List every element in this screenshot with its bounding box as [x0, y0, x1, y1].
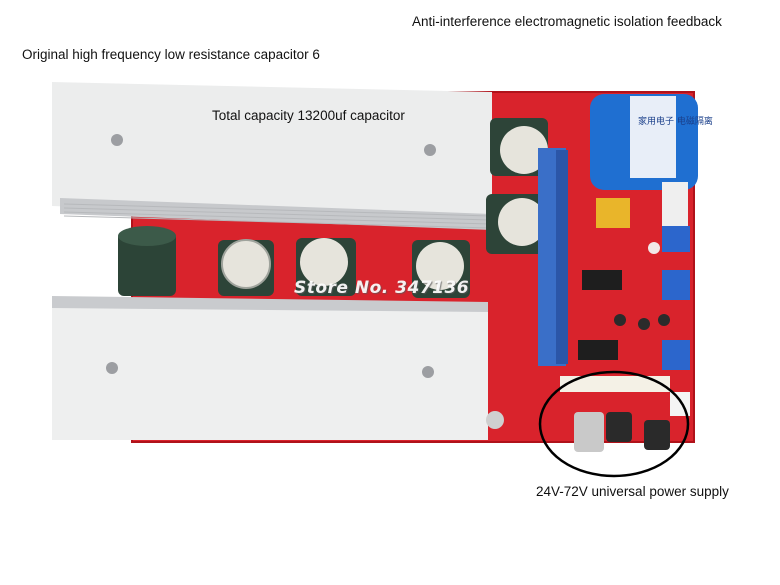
ic-chip: [582, 270, 622, 290]
driver-board: [538, 148, 568, 366]
label-total-capacity: Total capacity 13200uf capacitor: [212, 108, 405, 123]
led: [648, 242, 660, 254]
isolation-transformer: 家用电子 电磁隔离: [590, 94, 713, 226]
highlight-circle: [538, 370, 690, 478]
lower-heatsink: [52, 296, 488, 440]
small-caps: [614, 314, 670, 330]
mounting-screw: [486, 411, 504, 429]
watermark: Store No. 347136: [294, 278, 470, 298]
relay: [596, 198, 630, 228]
trimmer-pot: [662, 226, 690, 252]
label-isolation-feedback: Anti-interference electromagnetic isolat…: [412, 14, 722, 29]
transformer-text: 家用电子 电磁隔离: [638, 115, 713, 127]
power-supply-section: [560, 376, 690, 452]
trimmer-pot-3: [662, 340, 690, 370]
upper-heatsink: [52, 82, 492, 230]
trimmer-pot-2: [662, 270, 690, 300]
label-power-supply: 24V-72V universal power supply: [536, 484, 729, 499]
ic-chip-2: [578, 340, 618, 360]
main-capacitors: [118, 118, 548, 298]
label-capacitor-info: Original high frequency low resistance c…: [22, 47, 320, 62]
